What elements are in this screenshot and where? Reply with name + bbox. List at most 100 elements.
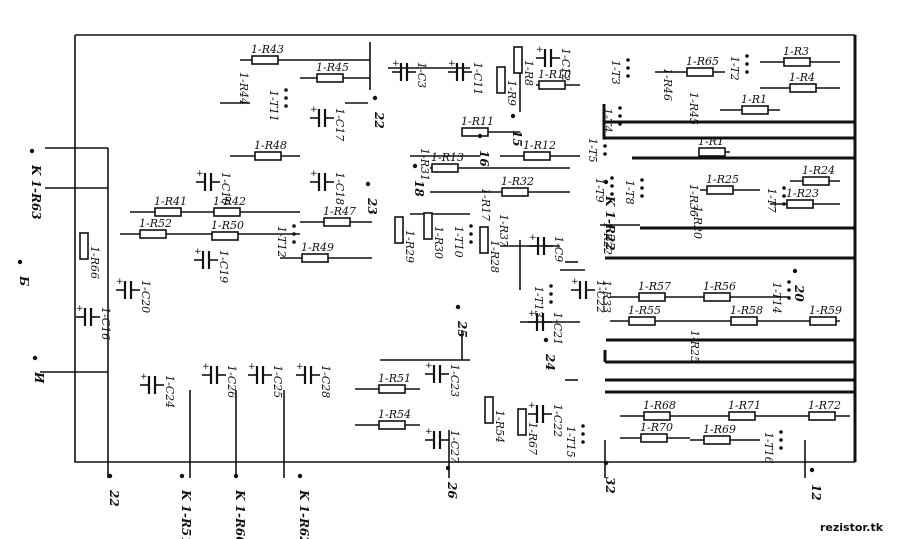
transistor-label: 1-T11 [267, 90, 280, 122]
terminal-label: 16 [477, 150, 491, 167]
terminal-kr22: K 1-R22 [603, 179, 617, 251]
resistor-label: 1-R13 [431, 151, 464, 164]
resistor-r65: 1-R65 [686, 55, 719, 77]
transistor-label: 1-T2 [728, 56, 741, 81]
polarity-plus-icon: + [116, 277, 124, 287]
terminal-label: K 1-R63 [29, 164, 43, 220]
resistor-label: 1-R23 [786, 187, 819, 200]
component-label: 1-R17 [479, 188, 492, 221]
polarity-plus-icon: + [310, 105, 318, 115]
capacitor-label: 1-C9 [552, 236, 565, 262]
component-label: 1-R36 [687, 184, 700, 217]
polarity-plus-icon: + [196, 169, 204, 179]
resistor-r41: 1-R41 [154, 195, 187, 217]
transistor-t15: 1-T15 [564, 424, 585, 458]
transistor-t11: 1-T11 [267, 88, 288, 122]
component-label: 1-R37 [497, 214, 510, 247]
resistor-r24: 1-R24 [802, 164, 835, 186]
resistor-r57: 1-R57 [638, 280, 671, 302]
resistor-label: 1-R69 [703, 423, 736, 436]
resistor-label: 1-R8 [522, 60, 535, 86]
transistor-label: 1-T4 [601, 108, 614, 133]
resistor-rr1: 1-R1 [698, 135, 726, 157]
capacitor-label: 1-C3 [415, 62, 428, 88]
terminal-t12: 12 [809, 467, 823, 501]
capacitor-c21: +1-C21 [528, 309, 564, 345]
resistor-r67: 1-R67 [517, 408, 539, 455]
transistor-t2: 1-T2 [728, 54, 749, 81]
transistor-t5: 1-T5 [586, 136, 607, 163]
capacitor-c26: +1-C26 [202, 362, 238, 398]
terminal-t23: 23 [365, 181, 379, 215]
capacitor-c10: +1-C10 [196, 169, 232, 205]
resistor-r29: 1-R29 [394, 216, 416, 263]
resistor-r11: 1-R11 [461, 115, 494, 137]
polarity-plus-icon: + [392, 59, 400, 69]
transistor-t7: 1-T7 [765, 186, 786, 213]
capacitor-label: 1-C27 [448, 430, 461, 463]
terminal-label: 15 [510, 130, 524, 147]
terminal-label: 18 [412, 180, 426, 197]
polarity-plus-icon: + [76, 304, 84, 314]
capacitor-c23: +1-C23 [425, 361, 461, 397]
polarity-plus-icon: + [140, 372, 148, 382]
capacitor-label: 1-C24 [163, 375, 176, 408]
resistor-label: 1-R25 [706, 173, 739, 186]
resistor-r13: 1-R13 [431, 151, 464, 173]
resistor-r58: 1-R58 [730, 304, 763, 326]
terminal-label: 23 [365, 197, 379, 215]
resistor-r69: 1-R69 [703, 423, 736, 445]
transistor-t16: 1-T16 [762, 430, 783, 464]
resistor-label: 1-R42 [213, 195, 246, 208]
resistor-r68: 1-R68 [643, 399, 676, 421]
capacitor-c9: +1-C9 [529, 233, 565, 262]
terminal-k1r51: K 1-R51 [179, 473, 193, 539]
resistor-label: 1-R24 [802, 164, 835, 177]
resistor-r70: 1-R70 [640, 421, 673, 443]
transistor-label: 1-T8 [623, 180, 636, 205]
transistor-t12: 1-T12 [275, 224, 296, 258]
terminal-label: K 1-R66 [233, 489, 247, 539]
resistor-label: 1-R10 [538, 68, 571, 81]
resistor-r23: 1-R23 [786, 187, 819, 209]
transistor-label: 1-T10 [452, 226, 465, 258]
transistor-label: 1-T15 [564, 426, 577, 458]
resistor-r50: 1-R50 [211, 219, 244, 241]
terminal-label: 32 [603, 477, 617, 494]
polarity-plus-icon: + [536, 45, 544, 55]
terminal-t26: 26 [445, 465, 459, 499]
resistor-r48l: 1-R48 [254, 139, 287, 161]
capacitor-label: 1-C25 [271, 365, 284, 398]
transistor-label: 1-T12 [275, 226, 288, 258]
resistor-r47: 1-R47 [323, 205, 356, 227]
transistor-label: 1-T16 [762, 432, 775, 464]
capacitor-label: 1-C10 [219, 172, 232, 205]
capacitor-c22b: +1-C22 [528, 401, 564, 437]
resistor-label: 1-R1 [741, 93, 767, 106]
resistor-label: 1-R29 [403, 230, 416, 263]
resistor-label: 1-R72 [808, 399, 841, 412]
resistor-label: 1-R57 [638, 280, 671, 293]
resistor-r72: 1-R72 [808, 399, 841, 421]
component-r17: 1-R17 [479, 188, 492, 221]
capacitor-c3: +1-C3 [392, 59, 428, 88]
capacitor-label: 1-C23 [448, 364, 461, 397]
terminal-t16: 16 [477, 133, 491, 167]
terminal-k1r66: K 1-R66 [233, 473, 247, 539]
resistor-label: 1-R54 [378, 408, 411, 421]
resistor-r42: 1-R42 [213, 195, 246, 217]
capacitor-c16: +1-C16 [76, 304, 112, 340]
terminal-label: 24 [543, 353, 557, 371]
capacitor-layer: +1-C10+1-C19+1-C17+1-C18+1-C20+1-C3+1-C1… [76, 45, 607, 463]
resistor-label: 1-R9 [505, 80, 518, 106]
capacitor-label: 1-C26 [225, 365, 238, 398]
terminal-t32: 32 [603, 460, 617, 494]
capacitor-c22: +1-C22 [571, 277, 607, 313]
terminal-label: 12 [809, 484, 823, 501]
polarity-plus-icon: + [425, 361, 433, 371]
transistor-t3: 1-T3 [609, 58, 630, 85]
resistor-label: 1-R12 [523, 139, 556, 152]
resistor-label: 1-R47 [323, 205, 356, 218]
resistor-r8: 1-R8 [513, 46, 535, 86]
